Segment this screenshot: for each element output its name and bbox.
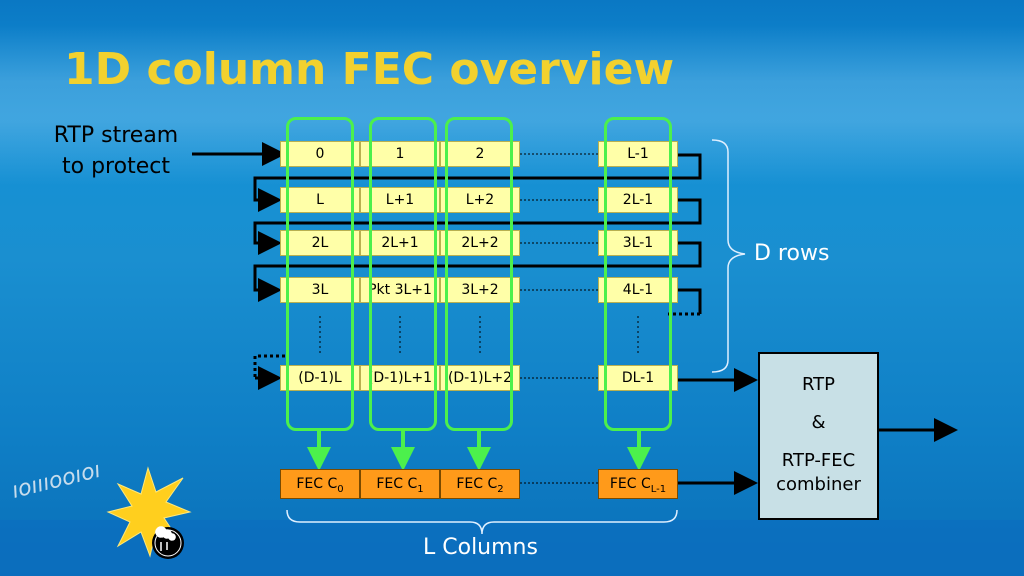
column-group-outline bbox=[286, 117, 354, 431]
packet-cell: 3L-1 bbox=[598, 230, 678, 256]
packet-cell: 3L+2 bbox=[440, 277, 520, 303]
fec-subscript: 2 bbox=[497, 483, 504, 495]
slide-title: 1D column FEC overview bbox=[64, 44, 675, 95]
fec-subscript: L-1 bbox=[650, 483, 667, 495]
l-columns-label: L Columns bbox=[423, 535, 538, 560]
stream-label: RTP stream to protect bbox=[40, 120, 192, 182]
combiner-line4: combiner bbox=[776, 474, 861, 495]
d-rows-brace bbox=[711, 139, 746, 373]
stream-label-line2: to protect bbox=[62, 154, 170, 179]
packet-cell: L+2 bbox=[440, 187, 520, 213]
fec-subscript: 0 bbox=[337, 483, 344, 495]
wrap-connector-5-dotted bbox=[253, 354, 285, 378]
packet-cell: 2L+2 bbox=[440, 230, 520, 256]
stream-label-line1: RTP stream bbox=[53, 123, 179, 148]
packet-cell: 2L+1 bbox=[360, 230, 440, 256]
packet-cell: 4L-1 bbox=[598, 277, 678, 303]
binary-logo-text: ıoıııooıoı bbox=[9, 458, 103, 504]
fec-label: FEC C bbox=[609, 476, 651, 492]
packet-cell: 2 bbox=[440, 141, 520, 167]
l-columns-brace bbox=[286, 509, 678, 535]
packet-cell: L-1 bbox=[598, 141, 678, 167]
packet-cell: (D-1)L+2 bbox=[440, 365, 520, 391]
fec-label: FEC C bbox=[376, 476, 418, 492]
packet-cell: Pkt 3L+1 bbox=[360, 277, 440, 303]
fec-packet: FEC C2 bbox=[440, 469, 520, 499]
column-group-outline bbox=[369, 117, 437, 431]
fec-packet: FEC C0 bbox=[280, 469, 360, 499]
packet-cell: 0 bbox=[280, 141, 360, 167]
fec-subscript: 1 bbox=[417, 483, 424, 495]
d-rows-label: D rows bbox=[754, 241, 830, 266]
wrap-connector-3 bbox=[253, 241, 702, 302]
wrap-connector-2 bbox=[253, 198, 702, 255]
wrap-connector-4 bbox=[678, 288, 702, 314]
packet-cell: 1 bbox=[360, 141, 440, 167]
column-group-outline bbox=[604, 117, 672, 431]
rtp-fec-combiner: RTP & RTP-FEC combiner bbox=[758, 352, 879, 520]
column-group-outline bbox=[445, 117, 513, 431]
combiner-line2: & bbox=[811, 412, 826, 433]
packet-cell: (D-1)L+1 bbox=[360, 365, 440, 391]
fec-packet: FEC CL-1 bbox=[598, 469, 678, 499]
packet-cell: 2L bbox=[280, 230, 360, 256]
fec-label: FEC C bbox=[456, 476, 498, 492]
combiner-line1: RTP bbox=[801, 374, 836, 395]
combiner-line3: RTP-FEC bbox=[781, 450, 856, 471]
packet-cell: (D-1)L bbox=[280, 365, 360, 391]
wrap-connector-1 bbox=[253, 153, 702, 212]
fec-packet: FEC C1 bbox=[360, 469, 440, 499]
packet-cell: L+1 bbox=[360, 187, 440, 213]
packet-cell: DL-1 bbox=[598, 365, 678, 391]
packet-cell: 2L-1 bbox=[598, 187, 678, 213]
packet-cell: L bbox=[280, 187, 360, 213]
pbs-logo-heads bbox=[155, 526, 176, 551]
fec-label: FEC C bbox=[296, 476, 338, 492]
packet-cell: 3L bbox=[280, 277, 360, 303]
